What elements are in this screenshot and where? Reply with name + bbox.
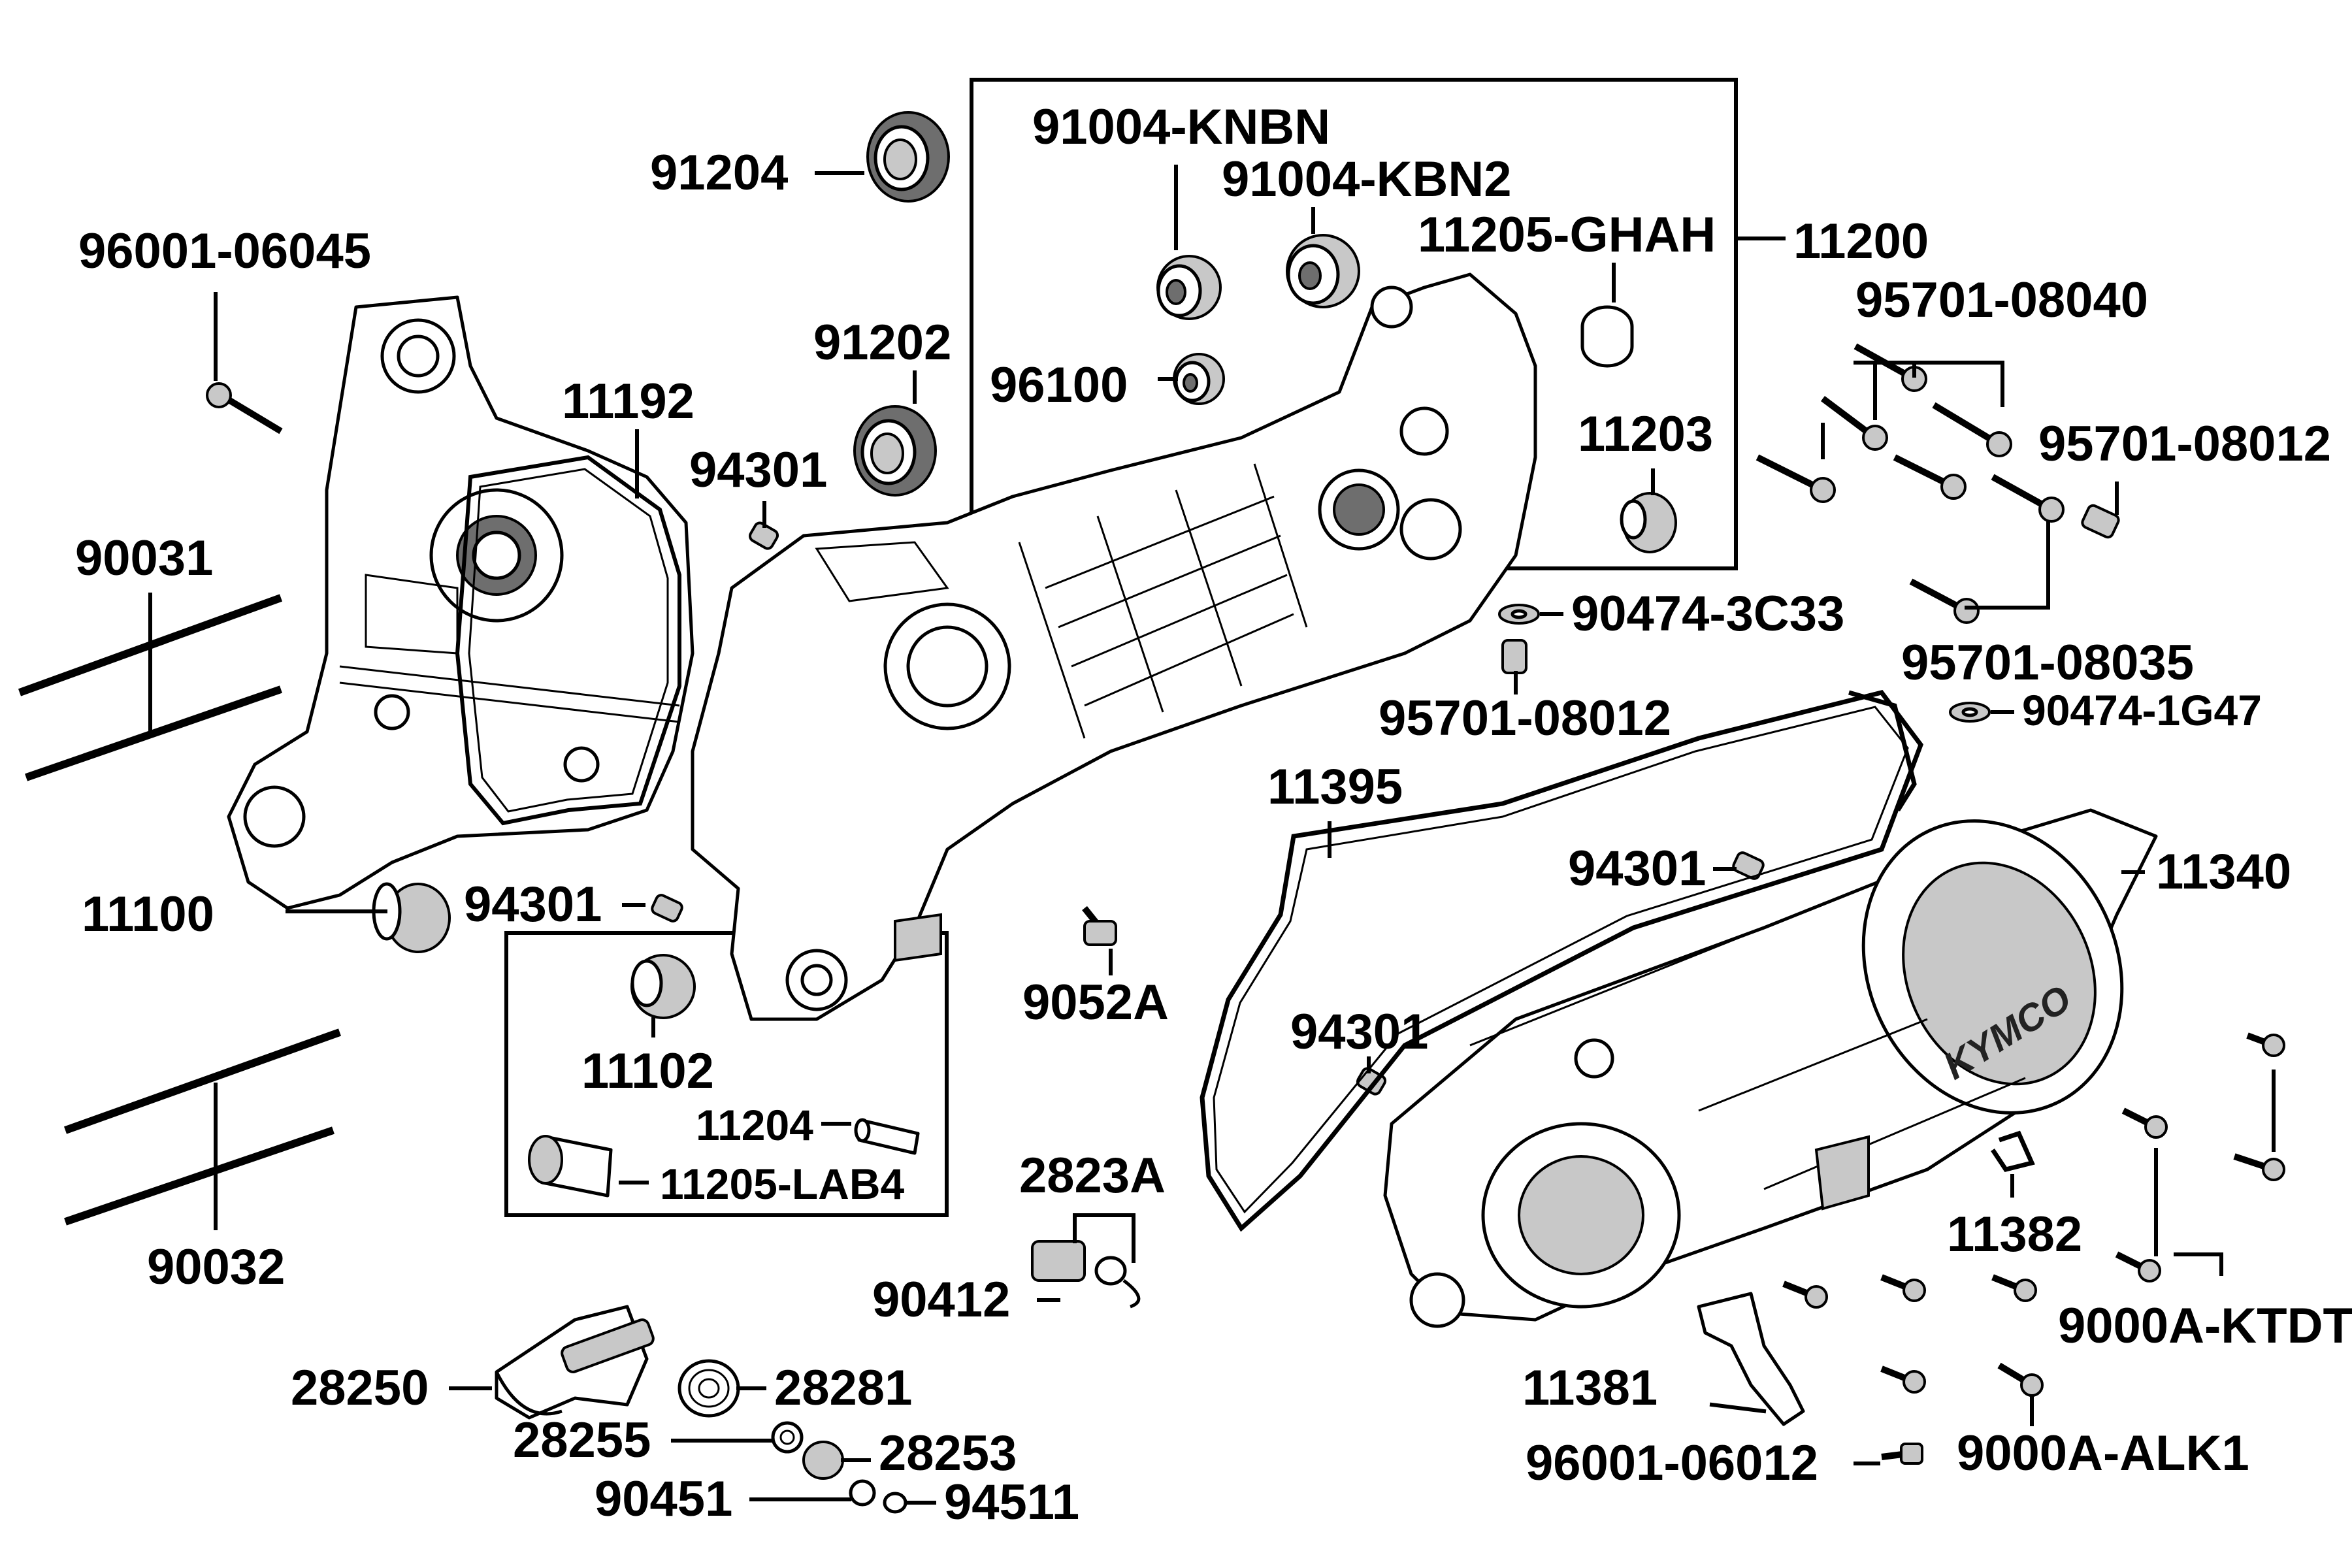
label-9000a-alk1: 9000A-ALK1 (1957, 1426, 2249, 1481)
label-95701-08040: 95701-08040 (1855, 272, 2148, 328)
bolts-95701-08040 (1756, 343, 2012, 503)
label-90451: 90451 (595, 1471, 732, 1527)
bolts-95701-08035 (1909, 474, 2065, 624)
label-90032: 90032 (147, 1239, 285, 1295)
bushing-11205-lab4 (528, 1135, 613, 1198)
label-95701-08012-a: 95701-08012 (2038, 416, 2331, 472)
dowel-94301-a (748, 521, 779, 550)
label-11200: 11200 (1793, 214, 1929, 269)
label-91004-knbn: 91004-KNBN (1032, 99, 1330, 155)
label-9000a-ktdt: 9000A-KTDT (2058, 1298, 2352, 1354)
bolts-9000a-ktdt (1782, 1032, 2285, 1309)
bolt-95701-08012-b (1501, 639, 1527, 674)
bolt-95701-08012-a (2081, 504, 2120, 539)
label-94301-b: 94301 (1568, 841, 1706, 896)
washer-90474-1g47 (1949, 702, 1991, 723)
spring-28281 (678, 1359, 740, 1418)
bushing-11205-ghah (1580, 305, 1634, 368)
label-28255: 28255 (513, 1413, 651, 1468)
washer-28255 (771, 1421, 804, 1454)
label-96001-06045: 96001-06045 (78, 223, 371, 279)
bolt-96001-06045 (206, 382, 283, 434)
label-94301-a: 94301 (689, 442, 827, 498)
bushing-11203 (1620, 492, 1677, 553)
label-11100: 11100 (82, 887, 214, 942)
dowel-94301-c (651, 894, 683, 923)
label-96001-06012: 96001-06012 (1526, 1435, 1818, 1491)
label-90474-3c33: 90474-3C33 (1571, 586, 1844, 642)
label-95701-08012-b: 95701-08012 (1379, 691, 1671, 746)
label-11102: 11102 (581, 1043, 714, 1099)
label-90474-1g47: 90474-1G47 (2022, 686, 2262, 734)
label-11204: 11204 (696, 1101, 813, 1149)
stud-bolts-90032 (63, 1028, 342, 1226)
clip-94511 (883, 1492, 907, 1514)
label-11205-ghah: 11205-GHAH (1418, 207, 1716, 263)
clip-11382 (1991, 1130, 2035, 1172)
dowel-94301-b (1732, 851, 1765, 880)
label-11381: 11381 (1522, 1360, 1658, 1416)
label-11203: 11203 (1578, 406, 1713, 462)
label-94511: 94511 (944, 1475, 1079, 1530)
bolt-9052a (1082, 906, 1117, 946)
bolts-9000a-alk1 (1880, 1362, 2044, 1397)
bushing-11100 (372, 882, 451, 953)
label-91204: 91204 (650, 145, 788, 201)
label-91004-kbn2: 91004-KBN2 (1222, 152, 1512, 207)
bolt-96001-06012 (1881, 1443, 1923, 1465)
label-11205-lab4: 11205-LAB4 (660, 1160, 905, 1208)
label-28250: 28250 (291, 1360, 429, 1416)
label-28281: 28281 (774, 1360, 912, 1416)
bearing-91004-knbn (1156, 255, 1222, 320)
label-2823a: 2823A (1019, 1148, 1166, 1203)
bearing-96100 (1173, 353, 1225, 405)
label-28253: 28253 (879, 1426, 1017, 1481)
bushing-28253 (802, 1441, 844, 1480)
kick-gear-28250 (495, 1305, 655, 1420)
label-11192: 11192 (562, 374, 694, 429)
leader-lines (148, 165, 2276, 1505)
label-94301-c: 94301 (464, 877, 602, 932)
group-box-11102 (504, 931, 949, 1217)
right-crankcase-half (691, 272, 1537, 1021)
label-95701-08035: 95701-08035 (1901, 635, 2194, 691)
assembly-2823a (1031, 1240, 1141, 1309)
label-91202: 91202 (813, 315, 951, 370)
label-94301-d: 94301 (1290, 1004, 1428, 1060)
label-11340: 11340 (2156, 844, 2291, 900)
bushing-11102 (630, 954, 696, 1019)
label-90412: 90412 (872, 1272, 1010, 1328)
transmission-cover-11340: KYMCO (1383, 808, 2158, 1328)
pin-11204 (854, 1118, 920, 1155)
bearing-91004-kbn2 (1286, 234, 1360, 308)
oil-seal-91202 (853, 405, 937, 497)
gasket-11395 (1200, 690, 1923, 1232)
label-96100: 96100 (990, 357, 1128, 413)
bracket-11381 (1697, 1292, 1805, 1426)
washer-90451 (849, 1479, 876, 1507)
label-90031: 90031 (75, 531, 213, 586)
washer-90474-3c33 (1498, 604, 1540, 625)
label-11395: 11395 (1267, 759, 1403, 815)
part-number-labels: 91204 91004-KNBN 91004-KBN2 11205-GHAH 1… (75, 99, 2352, 1530)
oil-seal-91204 (866, 111, 950, 203)
label-11382: 11382 (1947, 1207, 2082, 1262)
label-9052a: 9052A (1022, 975, 1169, 1030)
